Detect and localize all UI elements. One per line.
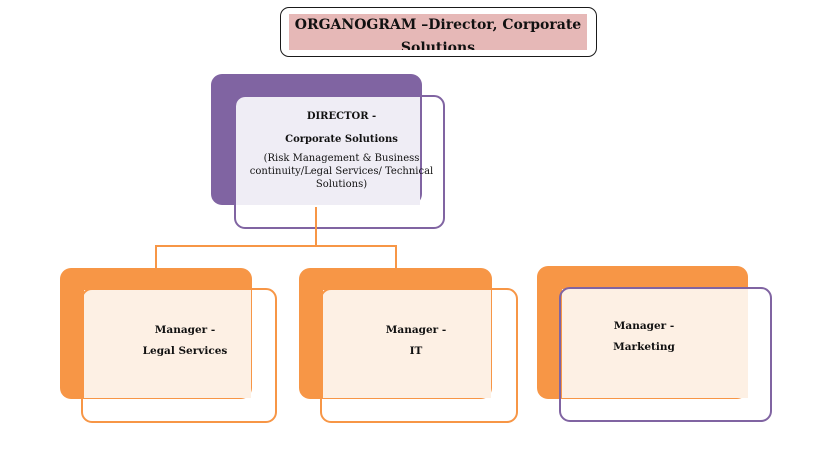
manager-marketing-fill bbox=[562, 289, 748, 398]
manager-legal-title: Manager - bbox=[154, 324, 216, 336]
manager-marketing-department: Marketing bbox=[613, 341, 675, 353]
manager-legal-node bbox=[81, 288, 277, 423]
manager-it-text: Manager - IT bbox=[318, 320, 514, 362]
manager-legal-department: Legal Services bbox=[142, 345, 228, 357]
director-responsibilities: (Risk Management & Business continuity/L… bbox=[249, 153, 434, 190]
manager-it-node bbox=[320, 288, 518, 423]
connector-to-it bbox=[395, 245, 397, 268]
title-band: ORGANOGRAM –Director, Corporate Solution… bbox=[289, 14, 587, 50]
connector-to-legal bbox=[155, 245, 157, 268]
connector-vertical-director bbox=[315, 207, 317, 246]
director-title: DIRECTOR - bbox=[306, 111, 377, 122]
manager-marketing-title: Manager - bbox=[613, 320, 675, 332]
director-node-text: DIRECTOR - Corporate Solutions (Risk Man… bbox=[238, 97, 445, 227]
manager-it-department: IT bbox=[409, 345, 423, 357]
manager-legal-fill bbox=[84, 290, 251, 398]
director-node bbox=[234, 95, 445, 229]
director-department: Corporate Solutions bbox=[285, 134, 398, 145]
director-node-fill bbox=[236, 97, 420, 205]
manager-it-title: Manager - bbox=[385, 324, 447, 336]
connector-horizontal bbox=[155, 245, 397, 247]
manager-marketing-text: Manager - Marketing bbox=[544, 316, 744, 358]
manager-it-fill bbox=[323, 290, 491, 398]
manager-marketing-node bbox=[559, 287, 772, 422]
manager-legal-text: Manager - Legal Services bbox=[88, 320, 282, 362]
diagram-title: ORGANOGRAM –Director, Corporate Solution… bbox=[294, 17, 582, 50]
